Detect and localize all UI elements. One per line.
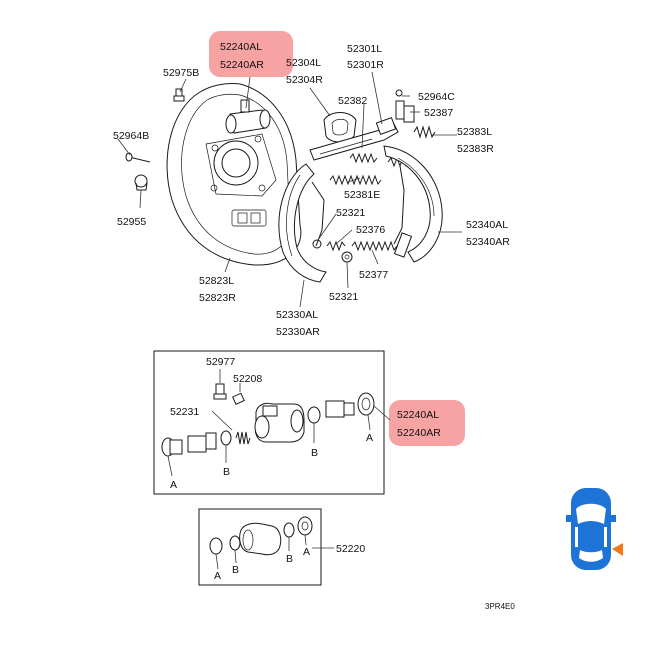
pins-52321 [312, 239, 353, 263]
label-52304r: 52304R [286, 74, 323, 86]
label-52321-a: 52321 [336, 207, 365, 219]
label-52220: 52220 [336, 543, 365, 555]
ref-label-a-4: A [303, 546, 310, 558]
highlight-box-part [389, 400, 465, 446]
ref-label-b-2: B [311, 447, 318, 459]
car-top-view-icon [566, 488, 616, 570]
spring-52383 [413, 125, 436, 139]
label-52382: 52382 [338, 95, 367, 107]
repair-kit-box [198, 508, 322, 586]
highlight-top-part [209, 31, 293, 77]
label-52823l: 52823L [199, 275, 234, 287]
boot-52304 [323, 112, 357, 143]
label-52383l: 52383L [457, 126, 492, 138]
backing-plate [166, 83, 302, 266]
wheel-cylinder-parts-box [153, 350, 385, 495]
brake-shoe-52330 [278, 163, 327, 283]
cup-52955 [134, 174, 148, 191]
spring-52381e [329, 174, 382, 186]
spring-52377 [351, 240, 398, 252]
label-52955: 52955 [117, 216, 146, 228]
label-52301r: 52301R [347, 59, 384, 71]
leader-lines-top [117, 71, 462, 308]
spring-52376 [326, 240, 346, 252]
label-52340ar: 52340AR [466, 236, 510, 248]
label-52376: 52376 [356, 224, 385, 236]
label-52381e: 52381E [344, 189, 380, 201]
position-pointer-icon [612, 543, 623, 556]
label-52231: 52231 [170, 406, 199, 418]
lever-assembly-52301 [309, 116, 399, 161]
label-52321-b: 52321 [329, 291, 358, 303]
bleeder-52975b [173, 88, 185, 102]
wheel-cylinder-top [225, 99, 271, 134]
label-52377: 52377 [359, 269, 388, 281]
label-52208: 52208 [233, 373, 262, 385]
ref-label-b-4: B [286, 553, 293, 565]
label-52330al: 52330AL [276, 309, 318, 321]
label-52240ar-box: 52240AR [397, 427, 441, 439]
brake-shoe-52340 [383, 145, 443, 263]
label-52240al-box: 52240AL [397, 409, 439, 421]
repair-kit-parts [209, 516, 334, 570]
label-52975b: 52975B [163, 67, 199, 79]
label-52964b: 52964B [113, 130, 149, 142]
label-52977: 52977 [206, 356, 235, 368]
label-52240ar-top: 52240AR [220, 59, 264, 71]
label-52304l: 52304L [286, 57, 321, 69]
ref-label-a-1: A [170, 479, 177, 491]
label-52340al: 52340AL [466, 219, 508, 231]
label-52823r: 52823R [199, 292, 236, 304]
diagram-code: 3PR4E0 [485, 602, 515, 611]
clip-52387 [395, 89, 415, 123]
label-52301l: 52301L [347, 43, 382, 55]
label-52240al-top: 52240AL [220, 41, 262, 53]
ref-label-a-3: A [214, 570, 221, 582]
label-52387: 52387 [424, 107, 453, 119]
ref-label-b-3: B [232, 564, 239, 576]
ref-label-a-2: A [366, 432, 373, 444]
label-52330ar: 52330AR [276, 326, 320, 338]
label-52383r: 52383R [457, 143, 494, 155]
wheel-cylinder-exploded [161, 369, 391, 477]
ref-label-b-1: B [223, 466, 230, 478]
label-52964c: 52964C [418, 91, 455, 103]
